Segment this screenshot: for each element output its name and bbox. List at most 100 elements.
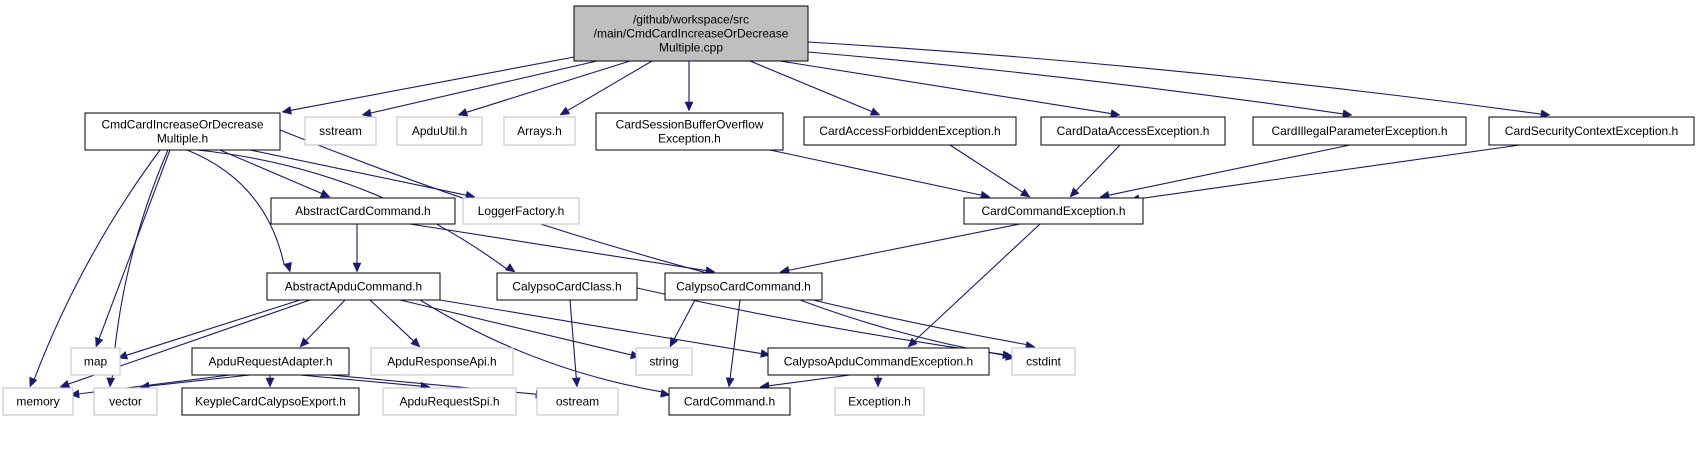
- node-logger: LoggerFactory.h: [462, 197, 580, 225]
- node-box: [803, 116, 1017, 146]
- edge-absapdu-to-cardcmd: [419, 299, 671, 398]
- node-label: sstream: [319, 124, 362, 138]
- edge-line: [466, 60, 631, 113]
- edge-root-to-cmdh: [281, 53, 591, 115]
- node-root[interactable]: /github/workspace/src/main/CmdCardIncrea…: [573, 5, 809, 62]
- edge-line: [439, 299, 762, 355]
- edge-dataacc-to-cardcmdex: [1069, 144, 1121, 198]
- node-label: ostream: [556, 395, 599, 409]
- edge-cmdh-to-cstdint: [279, 129, 1036, 350]
- node-absapdu[interactable]: AbstractApduCommand.h: [266, 272, 441, 301]
- node-reqadapter[interactable]: ApduRequestAdapter.h: [191, 347, 350, 376]
- node-box: [93, 387, 158, 416]
- node-calcmd[interactable]: CalypsoCardCommand.h: [664, 272, 823, 301]
- node-label: CardCommandException.h: [981, 204, 1125, 218]
- edge-line: [249, 149, 467, 196]
- node-abscard[interactable]: AbstractCardCommand.h: [270, 197, 456, 225]
- node-secctx[interactable]: CardSecurityContextException.h: [1488, 116, 1695, 146]
- node-box: [2, 387, 74, 416]
- edge-arrowhead: [29, 376, 38, 388]
- node-box: [1252, 116, 1467, 146]
- edge-arrowhead: [669, 336, 679, 348]
- edge-arrowhead: [1069, 187, 1080, 198]
- node-string: string: [635, 347, 693, 376]
- edge-cmdh-to-absapdu: [186, 149, 292, 273]
- node-label: ApduUtil.h: [412, 124, 467, 138]
- edge-line: [729, 299, 741, 379]
- edge-line: [148, 374, 251, 387]
- edge-arrowhead: [361, 108, 372, 118]
- node-label: CardDataAccessException.h: [1057, 124, 1210, 138]
- edge-arrowhead: [319, 189, 331, 198]
- edge-line: [807, 51, 1344, 115]
- node-label: Exception.h: [848, 395, 911, 409]
- node-label: ApduRequestSpi.h: [399, 395, 499, 409]
- edge-calcmd-to-string: [669, 299, 696, 348]
- node-calapduex[interactable]: CalypsoApduCommandException.h: [767, 347, 990, 376]
- node-illegal[interactable]: CardIllegalParameterException.h: [1252, 116, 1467, 146]
- node-box: [462, 197, 580, 225]
- node-label: KeypleCardCalypsoExport.h: [195, 395, 346, 409]
- edge-line: [305, 299, 346, 341]
- edge-calcmd-to-cardcmd: [725, 299, 741, 388]
- node-calcls[interactable]: CalypsoCardClass.h: [496, 272, 638, 301]
- node-box: [963, 197, 1144, 225]
- edge-root-to-arrays: [559, 60, 653, 116]
- node-cstdint: cstdint: [1011, 347, 1076, 376]
- node-label: Arrays.h: [517, 124, 562, 138]
- edge-arrowhead: [69, 389, 80, 399]
- edge-arrowhead: [281, 105, 292, 115]
- node-label: ApduResponseApi.h: [387, 355, 496, 369]
- edge-abscard-to-calcmd: [409, 223, 716, 275]
- edge-arrowhead: [1110, 109, 1121, 118]
- edge-root-to-illegal: [807, 51, 1353, 119]
- node-cardcmd[interactable]: CardCommand.h: [668, 387, 791, 416]
- edge-arrowhead: [299, 337, 310, 348]
- edge-line: [186, 149, 285, 266]
- edge-arrowhead: [869, 107, 881, 116]
- edge-line: [290, 53, 591, 111]
- node-label: CalypsoCardClass.h: [512, 280, 621, 294]
- node-label: CalypsoCardCommand.h: [676, 280, 811, 294]
- node-cardcmdex[interactable]: CardCommandException.h: [963, 197, 1144, 225]
- node-label: /github/workspace/src/main/CmdCardIncrea…: [594, 13, 789, 55]
- node-box: [1040, 116, 1226, 146]
- edge-cmdh-to-logger: [249, 149, 476, 200]
- node-sstream: sstream: [304, 116, 377, 146]
- node-box: [191, 347, 350, 376]
- edge-line: [299, 374, 422, 387]
- edge-line: [409, 223, 707, 272]
- node-box: [668, 387, 791, 416]
- node-accforb[interactable]: CardAccessForbiddenException.h: [803, 116, 1017, 146]
- edge-arrowhead: [559, 106, 571, 116]
- edge-arrowhead: [660, 388, 671, 398]
- node-exception: Exception.h: [834, 387, 925, 416]
- node-label: cstdint: [1026, 355, 1061, 369]
- edge-line: [1108, 144, 1351, 196]
- edge-root-to-secctx: [807, 41, 1551, 119]
- edge-line: [914, 223, 1041, 342]
- node-export[interactable]: KeypleCardCalypsoExport.h: [181, 387, 360, 416]
- nodes-layer: /github/workspace/src/main/CmdCardIncrea…: [2, 5, 1695, 416]
- node-box: [834, 387, 925, 416]
- edge-line: [279, 129, 1027, 346]
- edge-arrowhead: [410, 337, 421, 348]
- edge-calcls-to-ostream: [569, 299, 581, 388]
- edge-line: [779, 60, 1112, 115]
- edge-arrowhead: [571, 377, 581, 388]
- edge-line: [788, 223, 1021, 271]
- node-label: CalypsoApduCommandException.h: [784, 355, 973, 369]
- edge-line: [673, 299, 696, 340]
- edge-line: [370, 57, 611, 114]
- node-box: [70, 347, 121, 376]
- node-box: [370, 347, 514, 376]
- node-label: memory: [16, 395, 59, 409]
- node-box: [595, 112, 784, 151]
- edge-cmdh-to-map: [95, 149, 171, 348]
- edge-line: [219, 149, 322, 194]
- node-dataacc[interactable]: CardDataAccessException.h: [1040, 116, 1226, 146]
